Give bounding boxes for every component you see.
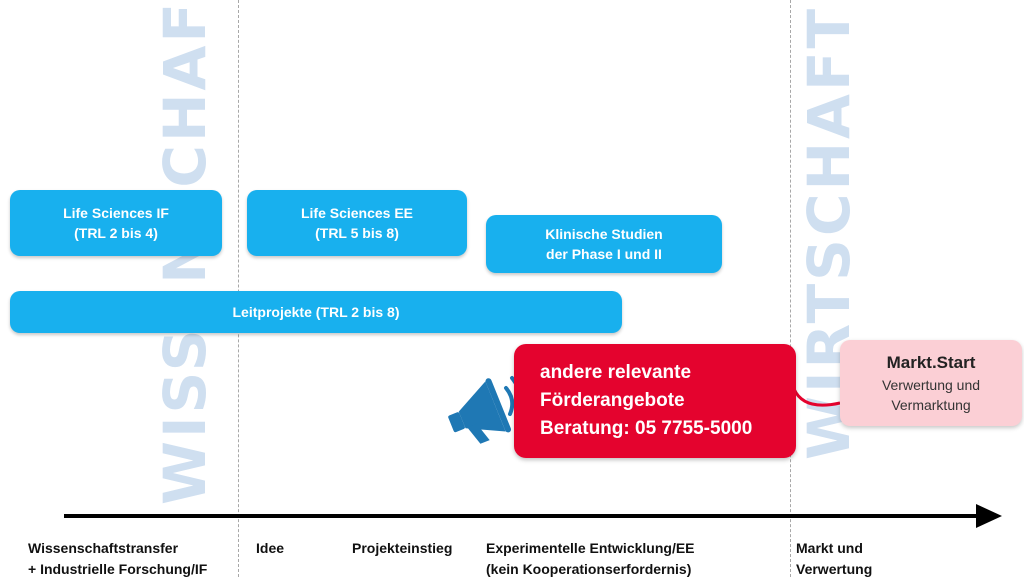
markt-start-title: Markt.Start: [886, 353, 976, 372]
leitprojekte-box[interactable]: Leitprojekte (TRL 2 bis 8): [10, 291, 622, 333]
phase-label-project-entry: Projekteinstieg: [352, 540, 453, 556]
leitprojekte-label: Leitprojekte (TRL 2 bis 8): [232, 303, 400, 320]
phase-label-market: Markt und Verwertung: [796, 540, 873, 577]
divider-science-line: [238, 0, 239, 577]
timeline-arrowhead: [976, 504, 1002, 528]
consultation-callout[interactable]: andere relevante Förderangebote Beratung…: [514, 344, 796, 458]
markt-start-box[interactable]: Markt.Start Verwertung und Vermarktung: [840, 340, 1022, 426]
markt-start-line-2: Vermarktung: [891, 397, 971, 413]
klinische-studien-box[interactable]: Klinische Studien der Phase I und II: [486, 215, 722, 273]
klinische-studien-title: Klinische Studien: [545, 225, 663, 242]
divider-market-line: [790, 0, 791, 577]
life-sciences-if-trl: (TRL 2 bis 4): [74, 225, 158, 241]
life-sciences-ee-box[interactable]: Life Sciences EE (TRL 5 bis 8): [247, 190, 467, 256]
callout-phone: Beratung: 05 7755-5000: [540, 418, 753, 439]
life-sciences-ee-trl: (TRL 5 bis 8): [315, 225, 399, 241]
connector-line: [792, 388, 841, 407]
phase-label-experimental: Experimentelle Entwicklung/EE (kein Koop…: [486, 540, 695, 577]
markt-start-line-1: Verwertung und: [881, 377, 981, 393]
phase-label-idea: Idee: [256, 540, 285, 556]
life-sciences-ee-title: Life Sciences EE: [300, 204, 414, 221]
megaphone-icon: [440, 368, 528, 452]
life-sciences-if-title: Life Sciences IF: [63, 204, 169, 221]
timeline-axis: [64, 514, 980, 518]
klinische-studien-phase: der Phase I und II: [546, 246, 662, 262]
phase-label-science: Wissenschaftstransfer + Industrielle For…: [28, 540, 208, 577]
callout-line-2: Förderangebote: [540, 390, 685, 411]
life-sciences-if-box[interactable]: Life Sciences IF (TRL 2 bis 4): [10, 190, 222, 256]
callout-line-1: andere relevante: [540, 362, 692, 383]
